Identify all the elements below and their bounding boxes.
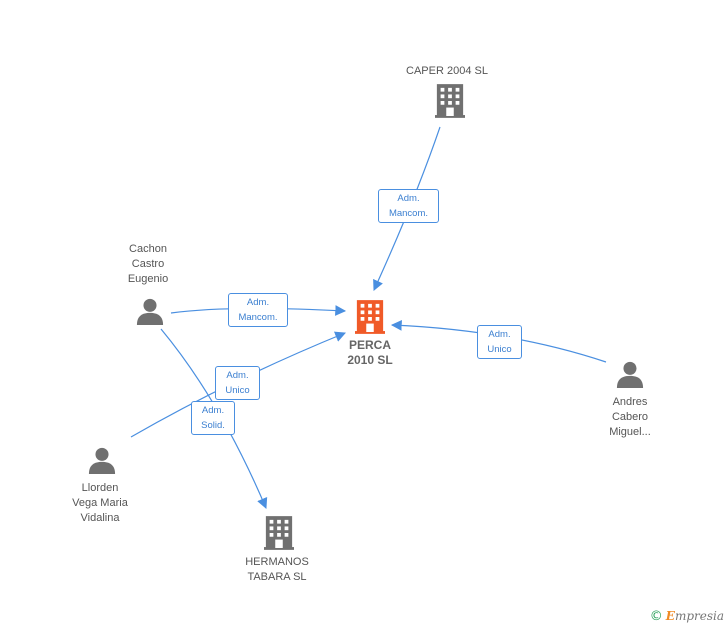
node-label-cachon[interactable]: Cachon Castro Eugenio bbox=[127, 243, 169, 285]
node-label-andres[interactable]: Andres Cabero Miguel... bbox=[609, 396, 651, 438]
copyright-icon: © bbox=[649, 609, 663, 624]
caper-building-icon bbox=[435, 84, 465, 118]
edge-label-andres-perca: Adm. Unico bbox=[477, 325, 522, 359]
edge-label-cachon-hermanos: Adm. Solid. bbox=[191, 401, 235, 435]
brand-first-letter: E bbox=[665, 609, 675, 623]
footer-brand: ©Empresia bbox=[650, 609, 724, 624]
node-label-hermanos[interactable]: HERMANOS TABARA SL bbox=[245, 556, 309, 583]
edge-label-cachon-perca: Adm. Mancom. bbox=[228, 293, 288, 327]
edge-label-llorden-perca: Adm. Unico bbox=[215, 366, 260, 400]
brand-logo: Empresia bbox=[666, 609, 724, 623]
edge-label-caper-perca: Adm. Mancom. bbox=[378, 189, 439, 223]
llorden-person-icon bbox=[88, 447, 116, 474]
brand-rest: mpresia bbox=[674, 609, 724, 623]
hermanos-building-icon bbox=[264, 516, 294, 550]
node-label-perca[interactable]: PERCA 2010 SL bbox=[347, 338, 393, 367]
node-label-caper[interactable]: CAPER 2004 SL bbox=[406, 65, 488, 77]
cachon-person-icon bbox=[136, 298, 164, 325]
node-label-llorden[interactable]: Llorden Vega Maria Vidalina bbox=[72, 482, 128, 524]
andres-person-icon bbox=[616, 361, 644, 388]
perca-building-icon bbox=[355, 300, 385, 334]
